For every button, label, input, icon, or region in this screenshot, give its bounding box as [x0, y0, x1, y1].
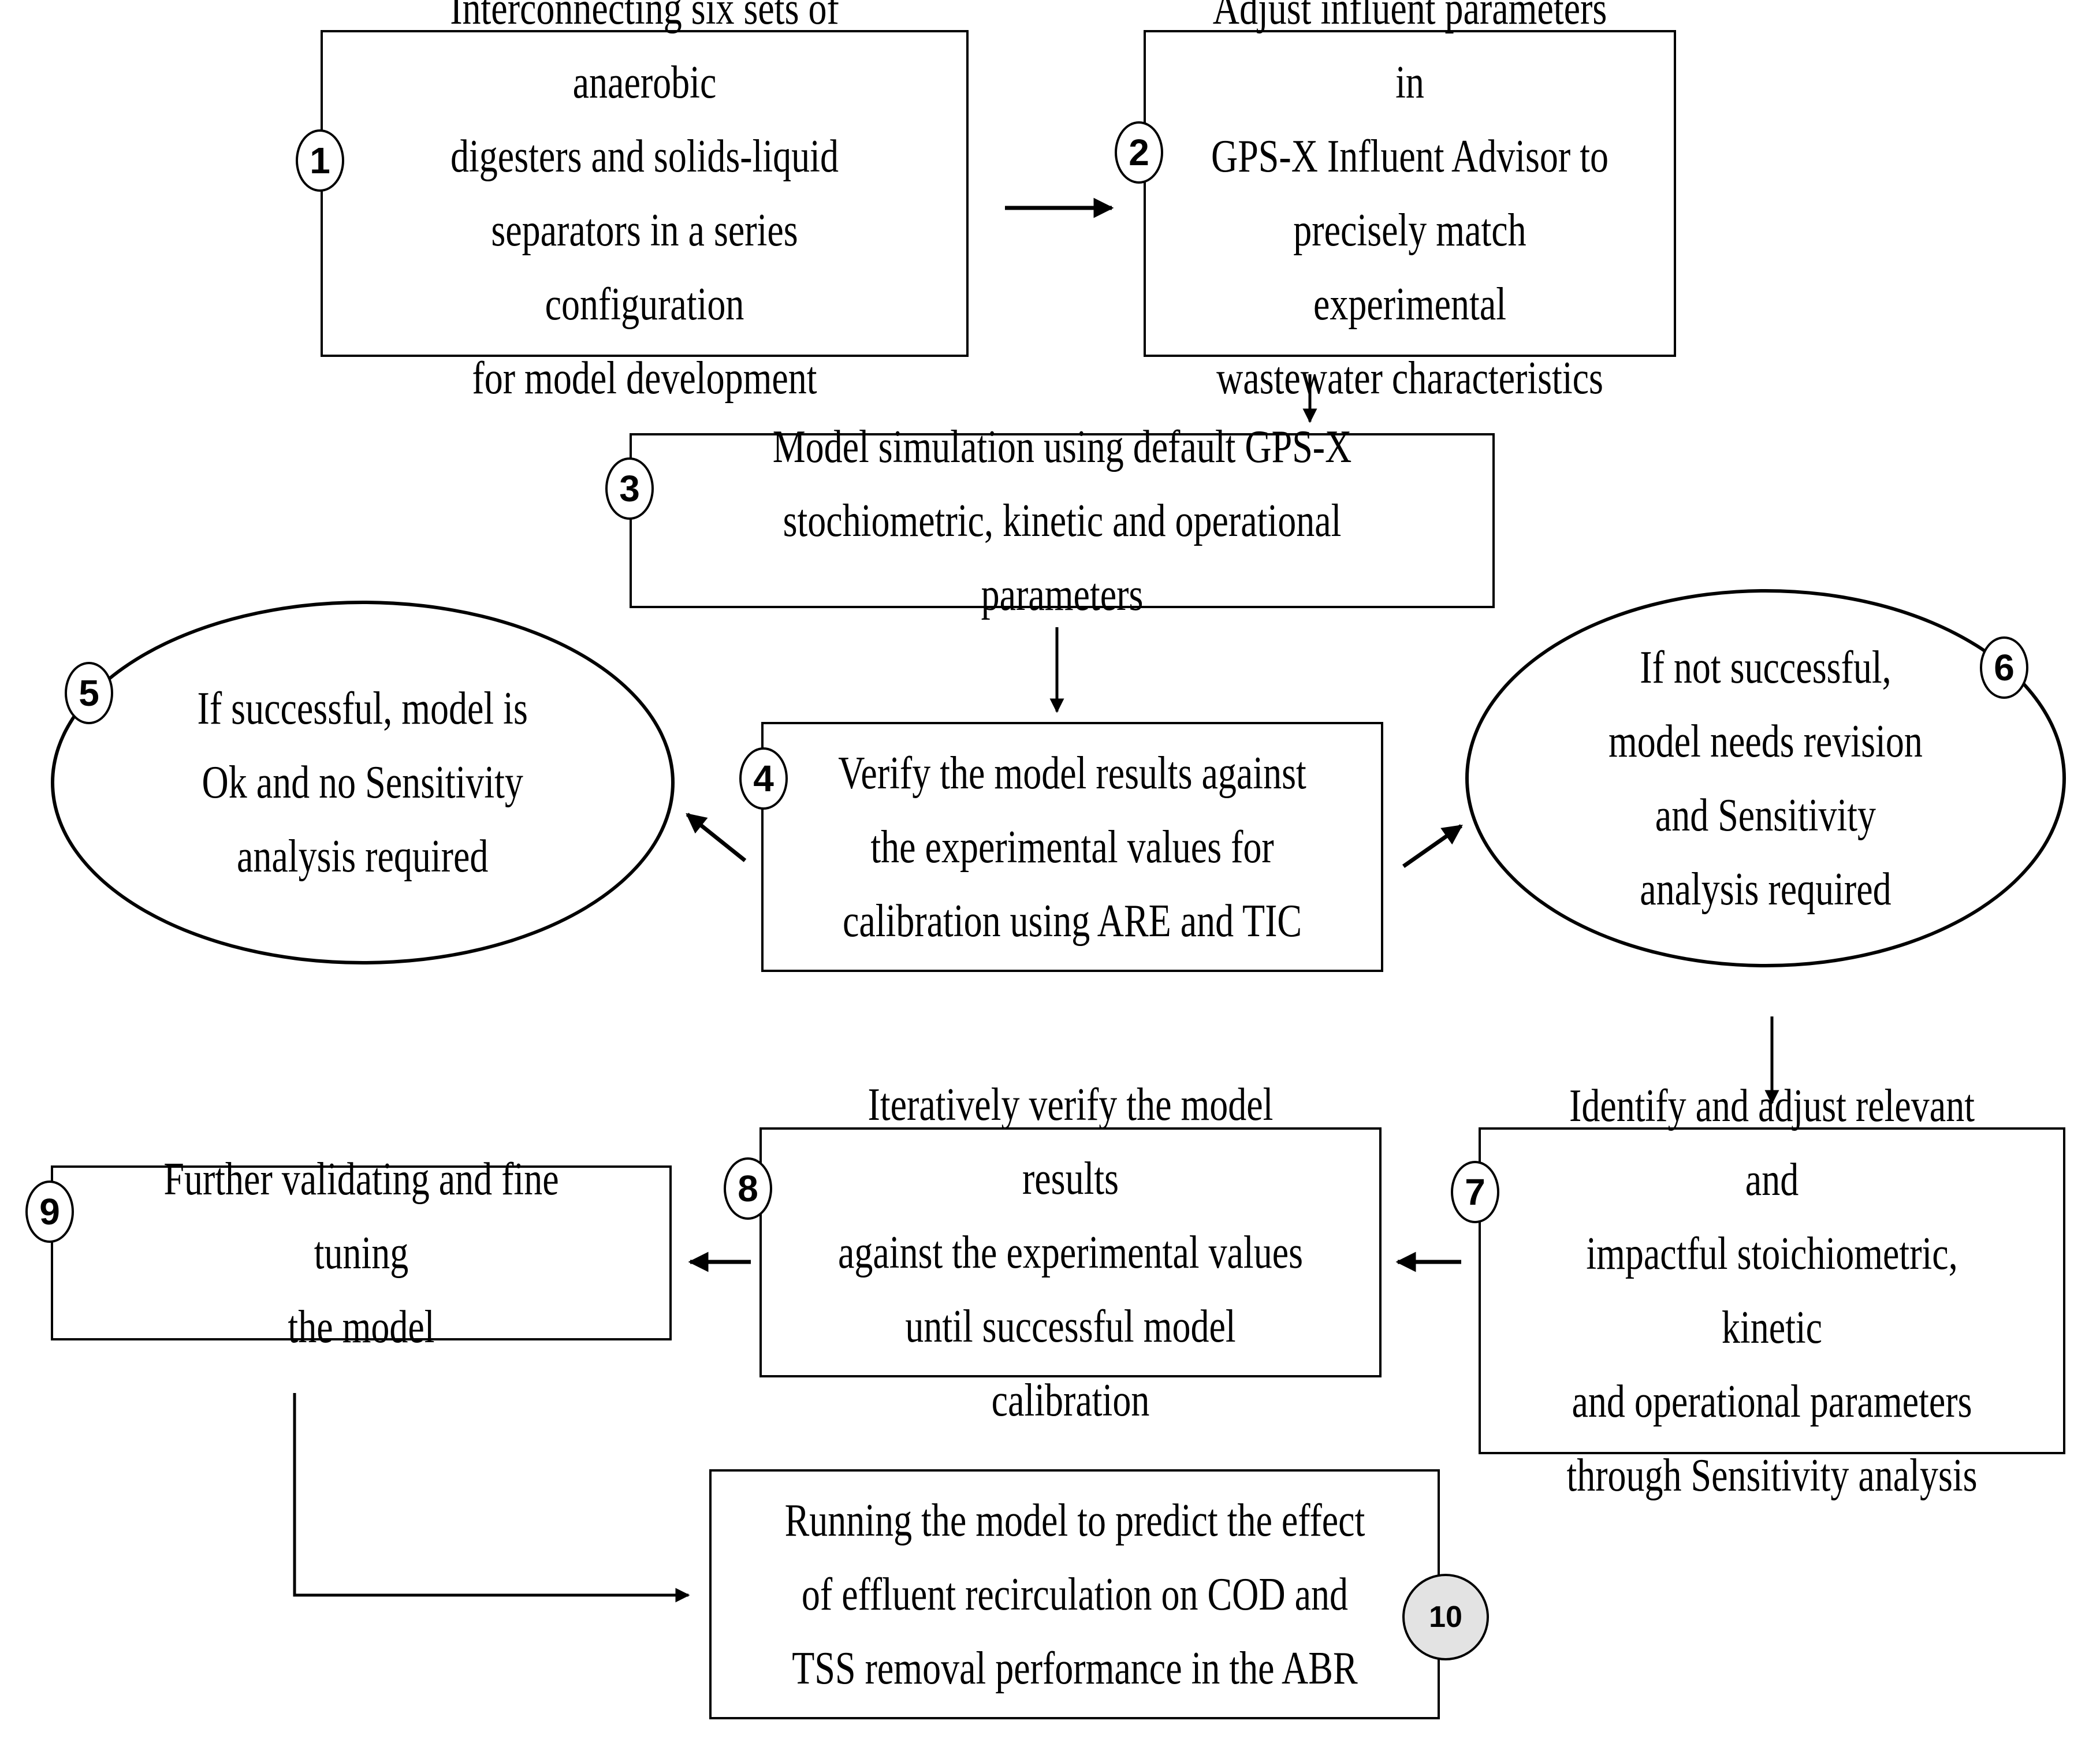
step-5-badge: 5: [65, 662, 113, 724]
step-2-box: Adjust influent parameters in GPS-X Infl…: [1144, 0, 1676, 404]
step-8-box: Iteratively verify the model results aga…: [759, 1079, 1382, 1426]
step-7-box: Identify and adjust relevant and impactf…: [1479, 1081, 2065, 1501]
step-3-badge: 3: [605, 457, 654, 520]
step-2-text: Adjust influent parameters in GPS-X Infl…: [1211, 0, 1608, 404]
step-7-badge: 7: [1451, 1161, 1499, 1223]
step-1-text: Interconnecting six sets of anaerobic di…: [450, 0, 839, 404]
step-1-box: Interconnecting six sets of anaerobic di…: [321, 0, 969, 404]
step-2-badge: 2: [1115, 121, 1163, 184]
step-9-box: Further validating and fine tuning the m…: [51, 1154, 672, 1353]
step-4-badge: 4: [739, 747, 788, 810]
step-10-box: Running the model to predict the effect …: [709, 1469, 1440, 1719]
step-5-ellipse: If successful, model is Ok and no Sensit…: [51, 601, 675, 964]
step-8-badge: 8: [724, 1157, 772, 1220]
arrow-4-to-6: [1402, 824, 1463, 868]
step-1-badge: 1: [296, 129, 344, 192]
step-8-text: Iteratively verify the model results aga…: [837, 1079, 1304, 1426]
step-9-badge: 9: [25, 1180, 74, 1243]
step-5-text: If successful, model is Ok and no Sensit…: [197, 683, 528, 882]
step-9-text: Further validating and fine tuning the m…: [163, 1153, 559, 1353]
step-7-text: Identify and adjust relevant and impactf…: [1566, 1081, 1978, 1501]
step-4-text: Verify the model results against the exp…: [838, 747, 1306, 947]
step-10-text: Running the model to predict the effect …: [784, 1495, 1365, 1694]
step-6-ellipse: If not successful, model needs revision …: [1465, 589, 2066, 967]
step-6-text: If not successful, model needs revision …: [1608, 642, 1923, 915]
step-4-box: Verify the model results against the exp…: [761, 722, 1383, 972]
step-6-badge: 6: [1980, 636, 2028, 699]
step-3-box: Model simulation using default GPS-X sto…: [630, 422, 1495, 620]
arrow-9-to-10: [293, 1393, 690, 1603]
step-3-text: Model simulation using default GPS-X sto…: [772, 421, 1352, 620]
step-10-badge: 10: [1402, 1574, 1489, 1660]
arrow-4-to-5: [686, 813, 747, 862]
